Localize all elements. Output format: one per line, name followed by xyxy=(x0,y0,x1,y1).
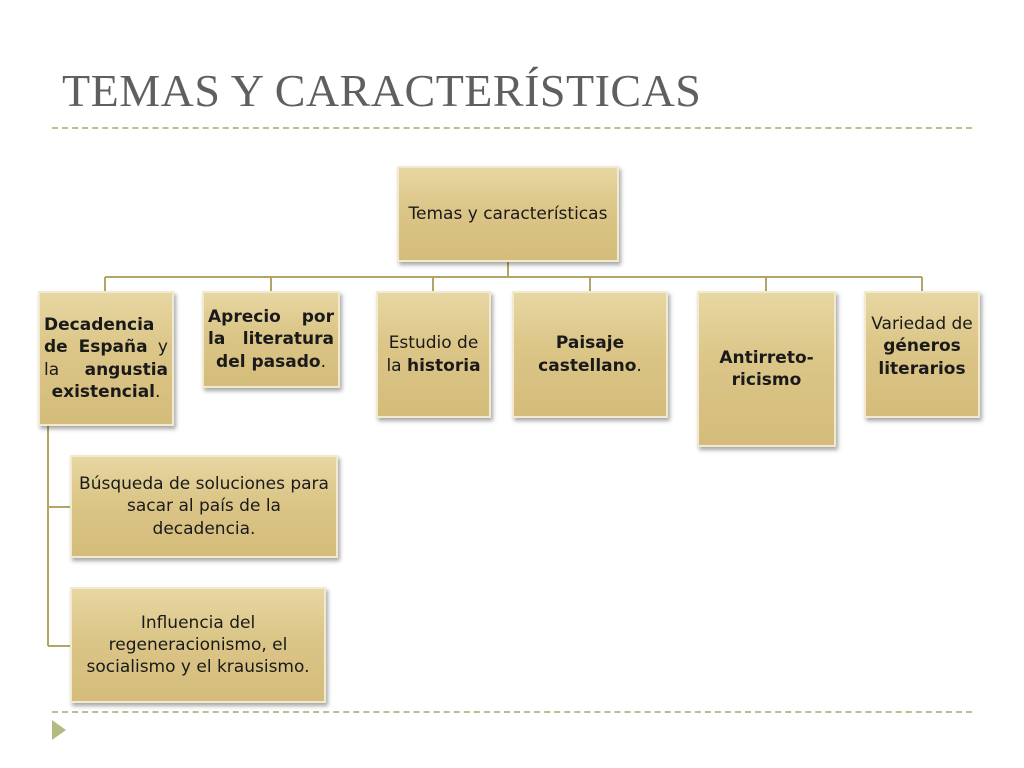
node-antirreto: Antirreto-ricismo xyxy=(697,291,836,447)
node-estudio-label: Estudio de la historia xyxy=(386,333,481,376)
slide-title: TEMAS Y CARACTERÍSTICAS xyxy=(62,65,702,116)
node-variedad: Variedad de géneros literarios xyxy=(864,291,980,418)
node-decadencia-label: Decadencia de España y la angustia exist… xyxy=(44,315,168,402)
footer-divider xyxy=(52,711,972,713)
title-divider xyxy=(52,127,972,129)
node-root-label: Temas y características xyxy=(408,203,608,224)
node-root: Temas y características xyxy=(397,166,619,262)
node-influencia: Influencia del regeneracionismo, el soci… xyxy=(70,587,326,703)
node-antirreto-label: Antirreto-ricismo xyxy=(719,347,814,390)
node-decadencia: Decadencia de España y la angustia exist… xyxy=(38,291,174,426)
node-aprecio: Aprecio por la literatura del pasado. xyxy=(202,291,340,388)
node-paisaje: Paisaje castellano. xyxy=(512,291,668,418)
node-influencia-label: Influencia del regeneracionismo, el soci… xyxy=(86,612,310,678)
node-aprecio-label: Aprecio por la literatura del pasado. xyxy=(208,307,334,372)
node-estudio: Estudio de la historia xyxy=(376,291,491,418)
node-paisaje-label: Paisaje castellano. xyxy=(538,333,642,376)
node-busqueda-label: Búsqueda de soluciones para sacar al paí… xyxy=(79,474,329,539)
node-variedad-label: Variedad de géneros literarios xyxy=(871,314,973,379)
node-busqueda: Búsqueda de soluciones para sacar al paí… xyxy=(70,455,338,558)
triangle-arrow-icon xyxy=(52,720,66,740)
